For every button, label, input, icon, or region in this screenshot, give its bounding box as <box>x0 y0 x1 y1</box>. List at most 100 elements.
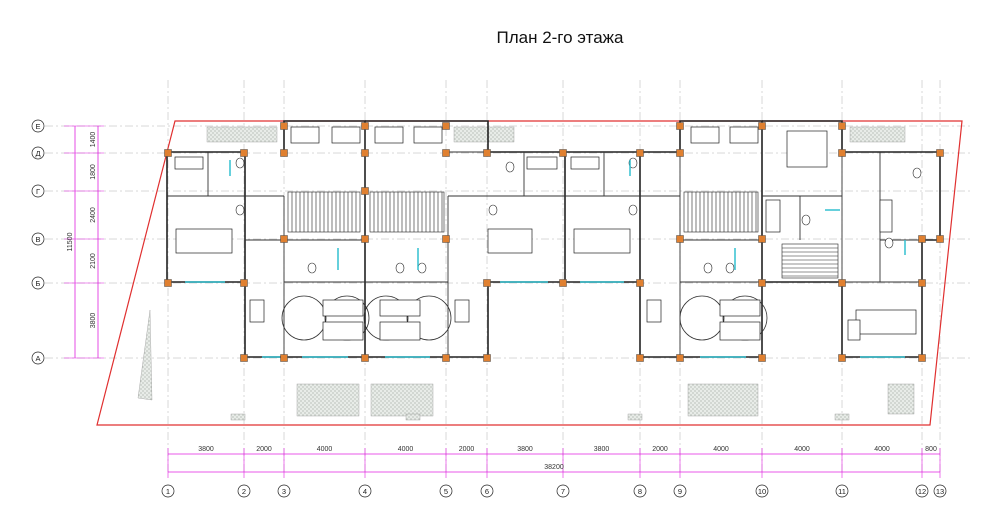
axis-marker-label: 11 <box>838 487 846 496</box>
axis-marker-1: 1 <box>161 484 175 498</box>
glazing <box>185 160 906 358</box>
axis-marker-label: Д <box>35 149 40 158</box>
structural-columns <box>164 122 944 362</box>
axis-marker-row-2: Г <box>31 184 45 198</box>
interior-walls <box>167 151 922 357</box>
landscape-patches <box>137 126 915 421</box>
column <box>442 354 450 362</box>
axis-marker-label: Е <box>35 122 40 131</box>
dim-label: 2000 <box>652 446 668 453</box>
axis-marker-label: 2 <box>242 487 246 496</box>
column <box>918 235 926 243</box>
column <box>164 149 172 157</box>
page-title: План 2-го этажа <box>496 28 624 47</box>
axis-marker-label: 1 <box>166 487 170 496</box>
axis-marker-row-1: Д <box>31 146 45 160</box>
axis-marker-circle <box>31 276 45 290</box>
stair-treads <box>291 192 838 277</box>
column <box>361 149 369 157</box>
axis-marker-circle <box>933 484 947 498</box>
axis-marker-label: А <box>35 354 40 363</box>
dim-label: 800 <box>925 446 937 453</box>
column <box>918 279 926 287</box>
axis-marker-6: 6 <box>480 484 494 498</box>
dim-label: 3800 <box>198 446 214 453</box>
column <box>758 235 766 243</box>
column <box>483 354 491 362</box>
axis-marker-row-3: В <box>31 232 45 246</box>
axis-marker-label: 4 <box>363 487 367 496</box>
axis-marker-circle <box>556 484 570 498</box>
axis-marker-3: 3 <box>277 484 291 498</box>
column <box>280 235 288 243</box>
column <box>838 279 846 287</box>
dim-label: 2000 <box>459 446 475 453</box>
column <box>636 149 644 157</box>
dim-label: 2000 <box>256 446 272 453</box>
column <box>240 354 248 362</box>
axis-marker-circle <box>439 484 453 498</box>
column <box>936 235 944 243</box>
axis-marker-5: 5 <box>439 484 453 498</box>
column <box>936 149 944 157</box>
dim-label: 4000 <box>874 446 890 453</box>
column <box>758 279 766 287</box>
column <box>280 149 288 157</box>
axis-marker-circle <box>277 484 291 498</box>
column <box>361 187 369 195</box>
axis-marker-label: 13 <box>936 487 944 496</box>
column <box>483 149 491 157</box>
axis-marker-circle <box>31 351 45 365</box>
column <box>240 149 248 157</box>
axis-marker-label: 9 <box>678 487 682 496</box>
axis-marker-label: 6 <box>485 487 489 496</box>
column <box>442 122 450 130</box>
column <box>838 122 846 130</box>
column <box>918 354 926 362</box>
sanitary-fixtures <box>235 157 922 274</box>
axis-marker-13: 13 <box>933 484 947 498</box>
column <box>559 149 567 157</box>
dim-label-left: 1800 <box>90 164 97 180</box>
dim-label-left: 1400 <box>90 132 97 148</box>
axis-marker-label: 12 <box>918 487 926 496</box>
furniture <box>174 126 917 341</box>
axis-marker-label: Г <box>36 187 40 196</box>
axis-marker-2: 2 <box>237 484 251 498</box>
column <box>280 354 288 362</box>
axis-marker-12: 12 <box>915 484 929 498</box>
axis-marker-circle <box>31 184 45 198</box>
axis-marker-10: 10 <box>755 484 769 498</box>
column <box>676 354 684 362</box>
column <box>240 279 248 287</box>
axis-marker-label: 5 <box>444 487 448 496</box>
axis-marker-7: 7 <box>556 484 570 498</box>
column <box>442 235 450 243</box>
column <box>838 149 846 157</box>
column <box>559 279 567 287</box>
dim-left-total-label: 11500 <box>67 232 74 251</box>
axis-marker-circle <box>31 232 45 246</box>
dim-total-label: 38200 <box>544 464 564 471</box>
axis-marker-8: 8 <box>633 484 647 498</box>
dim-label-left: 2400 <box>90 207 97 223</box>
column <box>758 354 766 362</box>
axis-marker-circle <box>31 119 45 133</box>
dim-label: 3800 <box>517 446 533 453</box>
axis-marker-circle <box>755 484 769 498</box>
axis-marker-circle <box>358 484 372 498</box>
dim-label: 3800 <box>594 446 610 453</box>
axis-marker-9: 9 <box>673 484 687 498</box>
axis-marker-circle <box>835 484 849 498</box>
column <box>676 235 684 243</box>
column <box>442 149 450 157</box>
axis-marker-11: 11 <box>835 484 849 498</box>
column <box>636 354 644 362</box>
axis-marker-circle <box>31 146 45 160</box>
column <box>838 354 846 362</box>
axis-marker-label: Б <box>36 279 41 288</box>
column <box>676 149 684 157</box>
axis-marker-circle <box>480 484 494 498</box>
